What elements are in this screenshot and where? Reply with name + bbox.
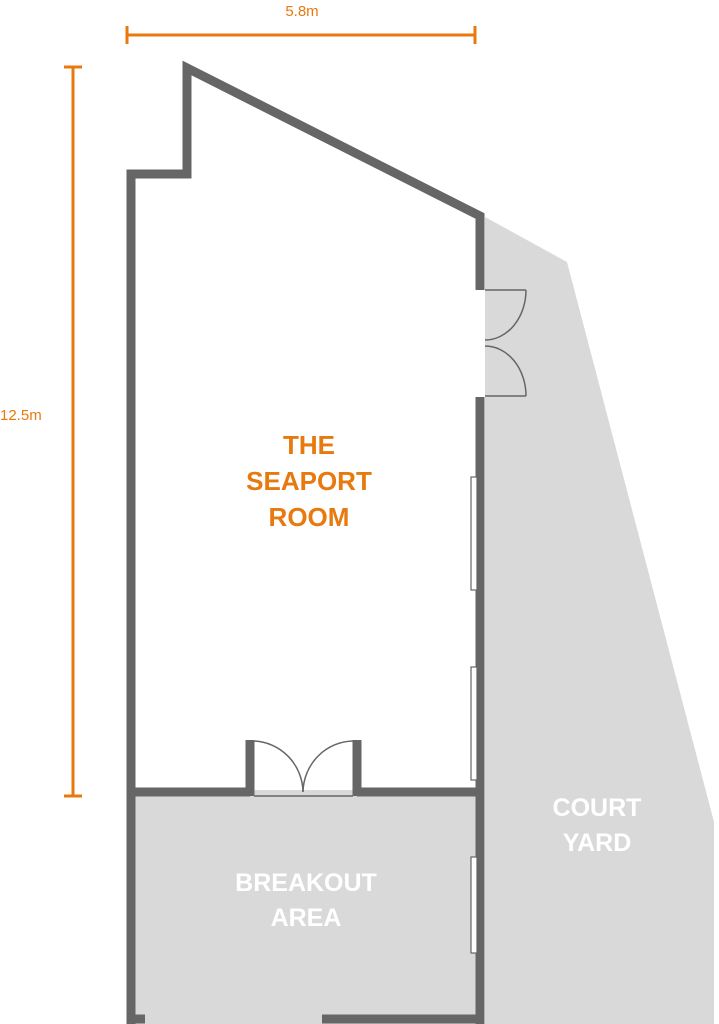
width-dimension-label: 5.8m <box>285 3 318 20</box>
courtyard-area <box>485 217 714 1024</box>
courtyard-door <box>484 289 527 397</box>
courtyard-label-line1: COURT <box>553 794 642 822</box>
breakout-label-line1: BREAKOUT <box>235 869 377 897</box>
window-east-1 <box>470 476 478 591</box>
height-dimension-label: 12.5m <box>0 407 42 424</box>
breakout-label-line2: AREA <box>271 904 342 932</box>
window-east-3 <box>470 856 478 954</box>
seaport-room-floor <box>135 70 478 790</box>
seaport-room-label-line3: ROOM <box>269 502 350 532</box>
courtyard-door-swing-top <box>484 289 527 341</box>
breakout-door <box>253 740 354 797</box>
width-dimension <box>125 26 477 44</box>
height-dimension <box>64 65 82 798</box>
courtyard-door-swing-bottom <box>484 345 527 397</box>
windows <box>470 476 478 954</box>
walls <box>126 60 485 1024</box>
seaport-room-label-line2: SEAPORT <box>246 466 372 496</box>
breakout-door-swing-left <box>253 740 304 793</box>
courtyard-label-line2: YARD <box>563 829 632 857</box>
window-east-2 <box>470 666 478 781</box>
wall-outer-north-west <box>126 60 485 1024</box>
seaport-room-label-line1: THE <box>283 430 335 460</box>
breakout-area <box>131 790 481 1024</box>
breakout-door-swing-right <box>302 740 354 793</box>
